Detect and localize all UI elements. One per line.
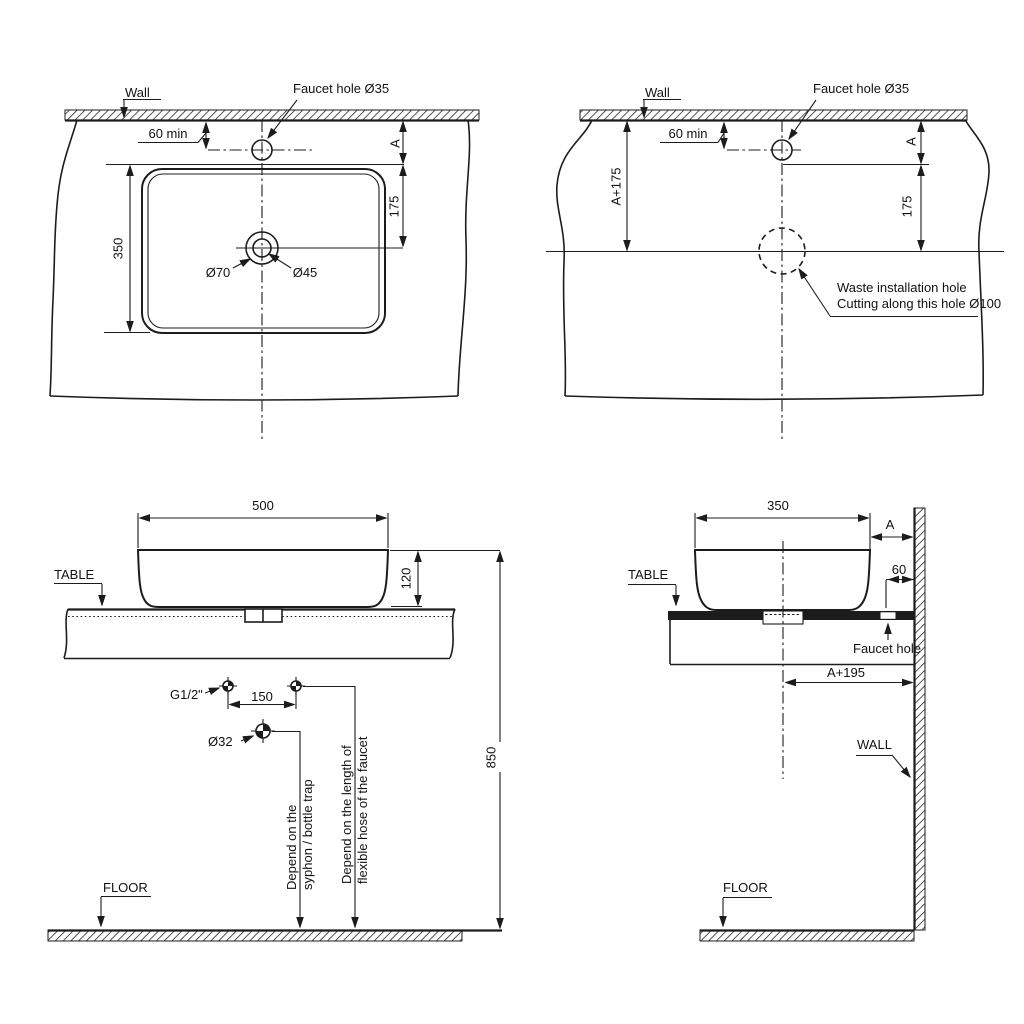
dim-350-label: 350 [767,498,789,513]
dim-350-label: 350 [110,237,126,260]
wall-label: Wall [125,85,150,100]
wall-label: Wall [645,85,670,100]
hose-note-line1: Depend on the length of [339,745,354,884]
syphon-note-line1: Depend on the [284,804,299,890]
faucet-hole-label: Faucet hole Ø35 [813,81,910,96]
dim-175-label: 175 [386,195,402,218]
view-top-cutout [546,98,1004,441]
floor-label: FLOOR [723,880,768,895]
view-side-elevation [628,507,926,942]
dim-120-label: 120 [398,567,414,590]
drain-pipe-label: Ø32 [208,734,233,749]
dim-175-label: 175 [899,195,915,218]
view-top-plan [49,98,480,441]
min-offset-label: 60 min [148,126,188,141]
drain-outer-label: Ø70 [205,265,231,280]
dim-60-label: 60 [891,562,907,577]
dim-a-label: A [903,137,919,146]
syphon-note-line2: syphon / bottle trap [300,779,315,890]
dim-a195-label: A+195 [827,665,865,680]
drain-pipe-symbol [251,719,275,743]
wall-label: WALL [857,737,892,752]
waste-note-line2: Cutting along this hole Ø100 [837,296,1002,311]
view-front-elevation [47,513,502,942]
hose-note-line2: flexible hose of the faucet [355,736,370,884]
dim-500-label: 500 [252,498,274,513]
min-offset-label: 60 min [668,126,708,141]
hose-note: Depend on the length of flexible hose of… [339,728,371,884]
drain-inner-label: Ø45 [292,265,318,280]
dim-a-label: A [387,139,403,148]
table-label: TABLE [628,567,669,582]
dim-a175-label: A+175 [608,167,624,206]
floor-label: FLOOR [103,880,148,895]
faucet-hole-label: Faucet hole [853,641,921,656]
supply-symbol-right [287,677,305,695]
supply-thread-label: G1/2" [170,687,203,702]
dim-150-label: 150 [251,689,273,704]
dim-a-label: A [885,517,895,532]
syphon-note: Depend on the syphon / bottle trap [284,750,316,890]
table-label: TABLE [54,567,95,582]
supply-symbol-left [219,677,237,695]
dim-850-label: 850 [483,746,499,769]
faucet-hole-label: Faucet hole Ø35 [293,81,390,96]
waste-note-line1: Waste installation hole [837,280,967,295]
